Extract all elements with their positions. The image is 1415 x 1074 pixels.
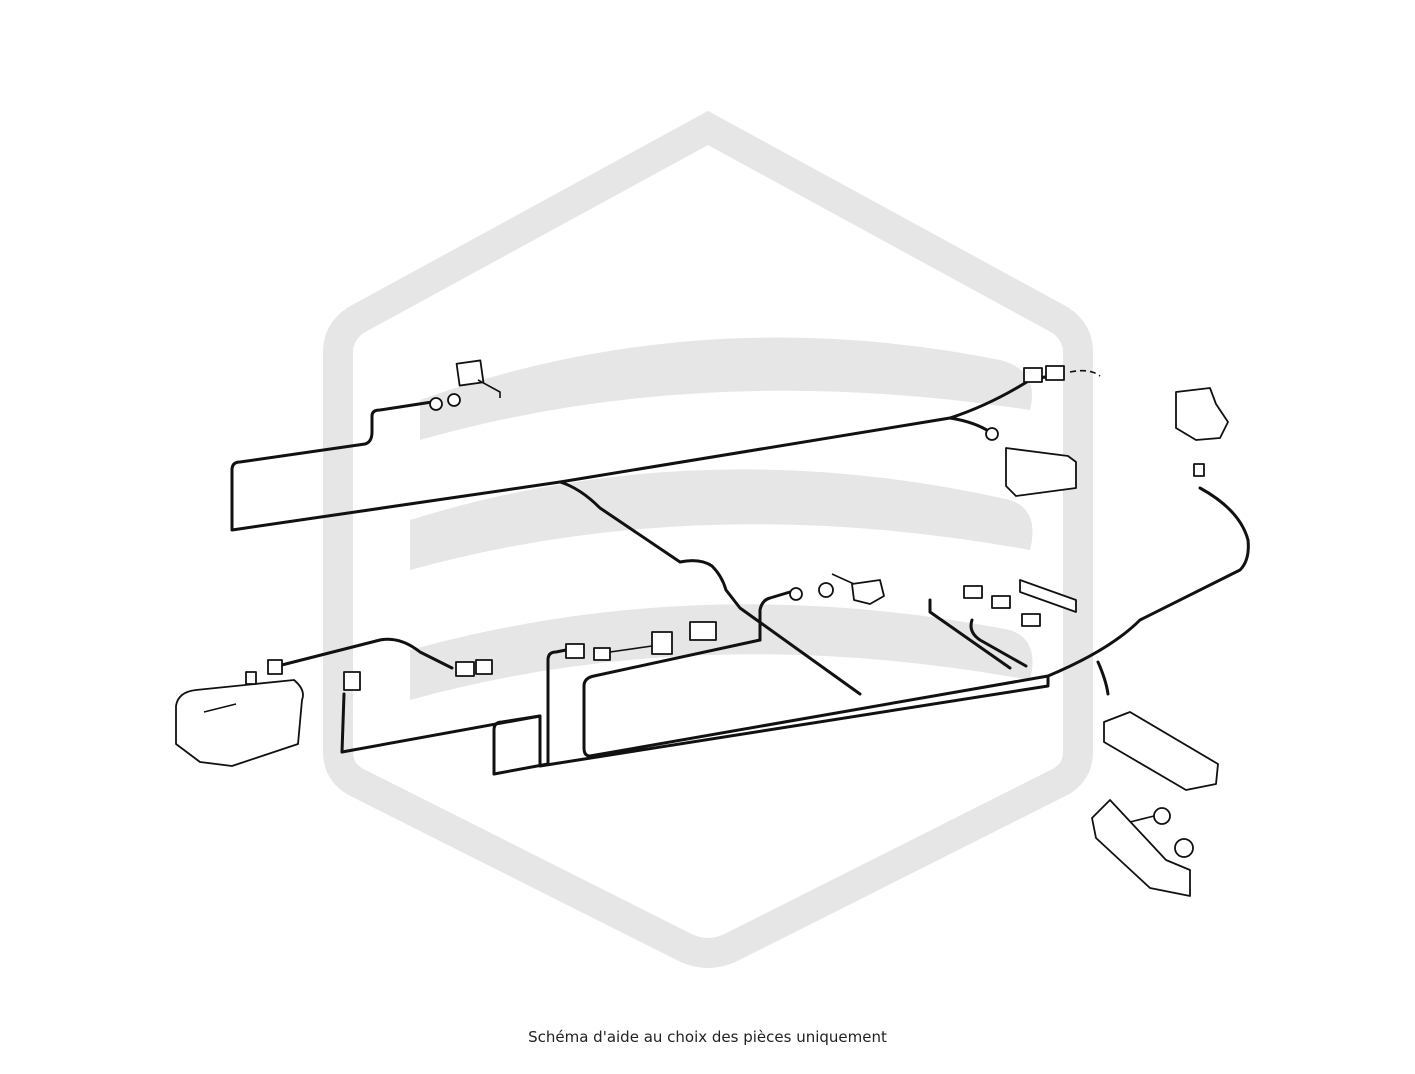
bracket-nut <box>1174 838 1194 858</box>
harness-lower-trunk <box>340 638 1050 768</box>
watermark-wave-3 <box>410 604 1033 700</box>
harness-left-branch <box>340 692 346 754</box>
lamp-bulb-lead <box>203 703 237 713</box>
connector-pair-top-right <box>1023 365 1065 383</box>
mounting-bracket <box>1091 799 1194 897</box>
bracket-screw <box>1129 815 1155 823</box>
harness-right-branch <box>928 598 1012 670</box>
connector-centre-2 <box>593 647 611 661</box>
lamp-housing <box>175 679 304 767</box>
ignition-lock-upper <box>429 359 501 411</box>
harness-mid-branch <box>492 714 542 776</box>
connector-mid-2 <box>475 659 493 675</box>
connector-round-upper-1 <box>429 397 443 411</box>
connector-centre-lead <box>609 645 653 653</box>
connector-right-strip <box>1019 579 1077 613</box>
connector-right-1 <box>963 585 983 599</box>
connector-centre-1 <box>565 643 585 659</box>
lamp-connector-1 <box>245 671 257 685</box>
centre-connectors <box>343 587 803 691</box>
harness-dashed-extension <box>1069 369 1101 377</box>
diagram-caption: Schéma d'aide au choix des pièces unique… <box>528 1028 887 1046</box>
harness-right-upper-lead <box>948 416 992 434</box>
left-lamp-unit <box>175 659 304 767</box>
connector-right-2 <box>991 595 1011 609</box>
relay-module-body <box>1005 447 1077 497</box>
connector-block-1 <box>1023 367 1043 383</box>
connector-round-upper-2 <box>447 393 461 407</box>
watermark-wave-2 <box>410 469 1033 570</box>
harness-upper-trunk <box>230 372 1062 532</box>
connector-small-left <box>343 671 361 691</box>
harness-centre-feed <box>492 648 568 776</box>
lock-centre-plug <box>818 582 834 598</box>
control-unit-body <box>1103 711 1219 791</box>
lock-housing-upper <box>455 359 485 387</box>
connectors-right-group <box>963 579 1077 627</box>
switch-centre-2 <box>689 621 717 641</box>
key-centre <box>831 573 855 585</box>
harness-mid-stub <box>758 590 792 642</box>
control-unit-arrow <box>1096 660 1110 696</box>
harness-upper-left-drop <box>268 637 454 670</box>
connector-right-3 <box>1021 613 1041 627</box>
relay-module-plug <box>985 427 999 441</box>
actuator-plug <box>1193 463 1205 477</box>
actuator-top-right <box>1175 387 1229 477</box>
harness-right-lead <box>1046 486 1250 678</box>
connector-block-2 <box>1045 365 1065 381</box>
bracket-bolt <box>1153 807 1171 825</box>
key-upper <box>477 379 501 398</box>
connector-mid-1 <box>455 661 475 677</box>
actuator-body <box>1175 387 1229 441</box>
switch-centre <box>651 631 673 655</box>
control-unit-bottom-right <box>1096 660 1219 791</box>
connector-round-centre <box>789 587 803 601</box>
lock-centre-housing <box>851 579 885 605</box>
watermark-wave-1 <box>420 337 1032 440</box>
harness-diagonal-branch <box>558 480 862 696</box>
ignition-lock-centre <box>818 573 885 605</box>
watermark-hexagon <box>323 110 1093 968</box>
bracket-plate <box>1091 799 1191 897</box>
lamp-connector-2 <box>267 659 283 675</box>
harness-right-branch-2 <box>969 618 1028 668</box>
harness-upper-left-loop <box>230 400 434 472</box>
relay-module-right <box>985 427 1077 497</box>
main-harness <box>230 369 1250 776</box>
hexagon-logo-watermark <box>323 110 1093 968</box>
